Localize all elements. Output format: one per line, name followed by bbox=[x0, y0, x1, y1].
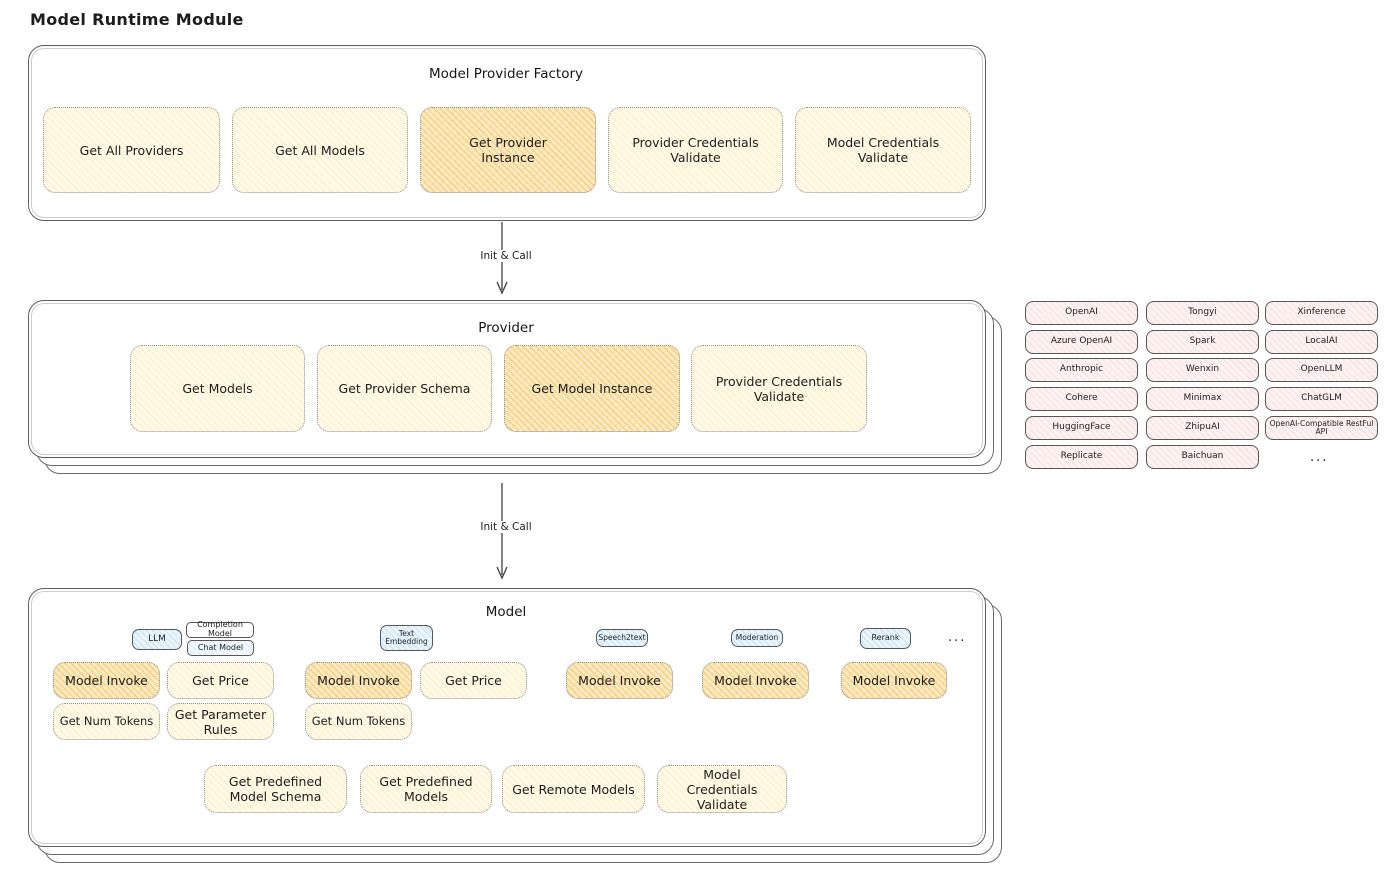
chip-localai: LocalAI bbox=[1265, 330, 1378, 354]
node-model-invoke-llm: Model Invoke bbox=[53, 662, 160, 699]
page-title: Model Runtime Module bbox=[30, 10, 244, 29]
chip-openllm: OpenLLM bbox=[1265, 358, 1378, 382]
node-model-credentials-validate-2: Model Credentials Validate bbox=[657, 765, 787, 813]
node-get-num-tokens-text-embedding: Get Num Tokens bbox=[305, 703, 412, 740]
provider-title: Provider bbox=[478, 320, 534, 336]
tag-moderation: Moderation bbox=[731, 629, 783, 647]
node-get-model-instance: Get Model Instance bbox=[504, 345, 680, 432]
node-get-models: Get Models bbox=[130, 345, 305, 432]
node-get-remote-models: Get Remote Models bbox=[502, 765, 645, 813]
node-get-predefined-model-schema: Get Predefined Model Schema bbox=[204, 765, 347, 813]
chip-huggingface: HuggingFace bbox=[1025, 416, 1138, 440]
node-get-predefined-models: Get Predefined Models bbox=[360, 765, 492, 813]
arrow-label-init-call-1: Init & Call bbox=[462, 250, 550, 262]
node-label: Get All Providers bbox=[79, 142, 184, 158]
node-model-invoke-text-embedding: Model Invoke bbox=[305, 662, 412, 699]
node-label: Get Models bbox=[182, 381, 253, 396]
chips-more-ellipsis: ... bbox=[1310, 450, 1329, 465]
node-model-invoke-rerank: Model Invoke bbox=[841, 662, 947, 699]
arrow-label-init-call-2: Init & Call bbox=[462, 521, 550, 533]
node-model-invoke-moderation: Model Invoke bbox=[702, 662, 809, 699]
chip-minimax: Minimax bbox=[1146, 387, 1259, 411]
tag-llm: LLM bbox=[132, 629, 182, 650]
node-get-price-text-embedding: Get Price bbox=[420, 662, 527, 699]
node-label: Get All Models bbox=[275, 142, 365, 158]
node-label: Model Credentials Validate bbox=[826, 135, 940, 165]
node-get-provider-schema: Get Provider Schema bbox=[317, 345, 492, 432]
chip-openai: OpenAI bbox=[1025, 301, 1138, 325]
node-get-num-tokens-llm: Get Num Tokens bbox=[53, 703, 160, 740]
chip-wenxin: Wenxin bbox=[1146, 358, 1259, 382]
tags-more-ellipsis: ... bbox=[948, 630, 967, 645]
node-get-price-llm: Get Price bbox=[167, 662, 274, 699]
model-title: Model bbox=[485, 604, 527, 620]
node-get-parameter-rules: Get Parameter Rules bbox=[167, 703, 274, 740]
node-label: Get Model Instance bbox=[531, 381, 653, 396]
factory-title: Model Provider Factory bbox=[428, 66, 583, 82]
node-provider-credentials-validate: Provider Credentials Validate bbox=[608, 107, 783, 193]
tag-rerank: Rerank bbox=[860, 628, 911, 649]
chip-chatglm: ChatGLM bbox=[1265, 387, 1378, 411]
tag-text-embedding: Text Embedding bbox=[380, 625, 433, 651]
node-label: Provider Credentials Validate bbox=[632, 135, 759, 165]
tag-speech2text: Speech2text bbox=[596, 629, 648, 647]
down-arrow-icon bbox=[496, 483, 508, 580]
chip-baichuan: Baichuan bbox=[1146, 445, 1259, 469]
tag-chat-model: Chat Model bbox=[187, 640, 254, 656]
node-model-invoke-speech2text: Model Invoke bbox=[566, 662, 673, 699]
chip-cohere: Cohere bbox=[1025, 387, 1138, 411]
chip-tongyi: Tongyi bbox=[1146, 301, 1259, 325]
node-label: Get Provider Schema bbox=[338, 381, 471, 396]
node-label: Get Provider Instance bbox=[469, 135, 547, 165]
node-provider-credentials-validate-2: Provider Credentials Validate bbox=[691, 345, 867, 432]
chip-azure-openai: Azure OpenAI bbox=[1025, 330, 1138, 354]
node-label: Provider Credentials Validate bbox=[715, 373, 843, 404]
node-model-credentials-validate: Model Credentials Validate bbox=[795, 107, 971, 193]
chip-zhipuai: ZhipuAI bbox=[1146, 416, 1259, 440]
chip-xinference: Xinference bbox=[1265, 301, 1378, 325]
node-get-all-providers: Get All Providers bbox=[43, 107, 220, 193]
chip-anthropic: Anthropic bbox=[1025, 358, 1138, 382]
tag-completion-model: Completion Model bbox=[186, 620, 254, 638]
node-label: Model Credentials Validate bbox=[686, 766, 758, 812]
chip-spark: Spark bbox=[1146, 330, 1259, 354]
node-label: Get Predefined Models bbox=[379, 774, 473, 804]
chip-openai-compatible-restful-api: OpenAI-Compatible RestFul API bbox=[1265, 416, 1378, 440]
node-get-all-models: Get All Models bbox=[232, 107, 408, 193]
chip-replicate: Replicate bbox=[1025, 445, 1138, 469]
node-get-provider-instance: Get Provider Instance bbox=[420, 107, 596, 193]
